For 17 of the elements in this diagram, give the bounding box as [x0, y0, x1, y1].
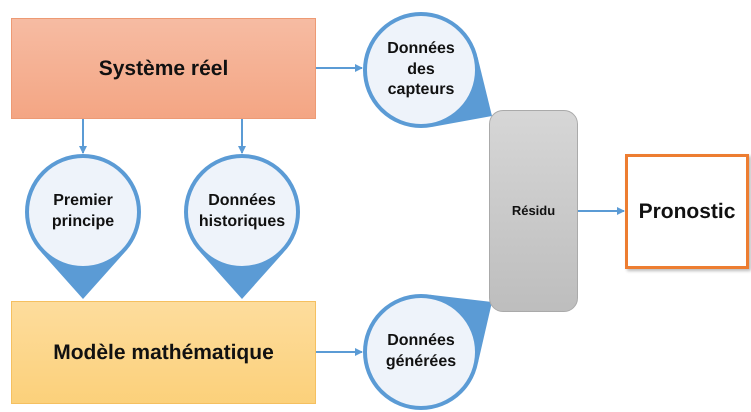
arrow	[238, 119, 246, 154]
node-label: Données historiques	[198, 191, 286, 232]
residual-box	[489, 110, 578, 312]
arrow	[79, 119, 87, 154]
node-label: Système réel	[98, 56, 228, 82]
arrow	[316, 348, 363, 356]
node-label: Pronostic	[638, 198, 736, 225]
node-label: Modèle mathématique	[53, 340, 274, 366]
system-box	[11, 18, 316, 119]
arrow	[316, 64, 363, 72]
node-label: Données générées	[384, 331, 458, 372]
node-label: Résidu	[512, 202, 556, 220]
node-label: Premier principe	[50, 191, 116, 232]
arrow	[578, 207, 625, 215]
model-box	[11, 301, 316, 404]
result-box	[625, 154, 749, 269]
node-label: Données des capteurs	[386, 38, 456, 100]
